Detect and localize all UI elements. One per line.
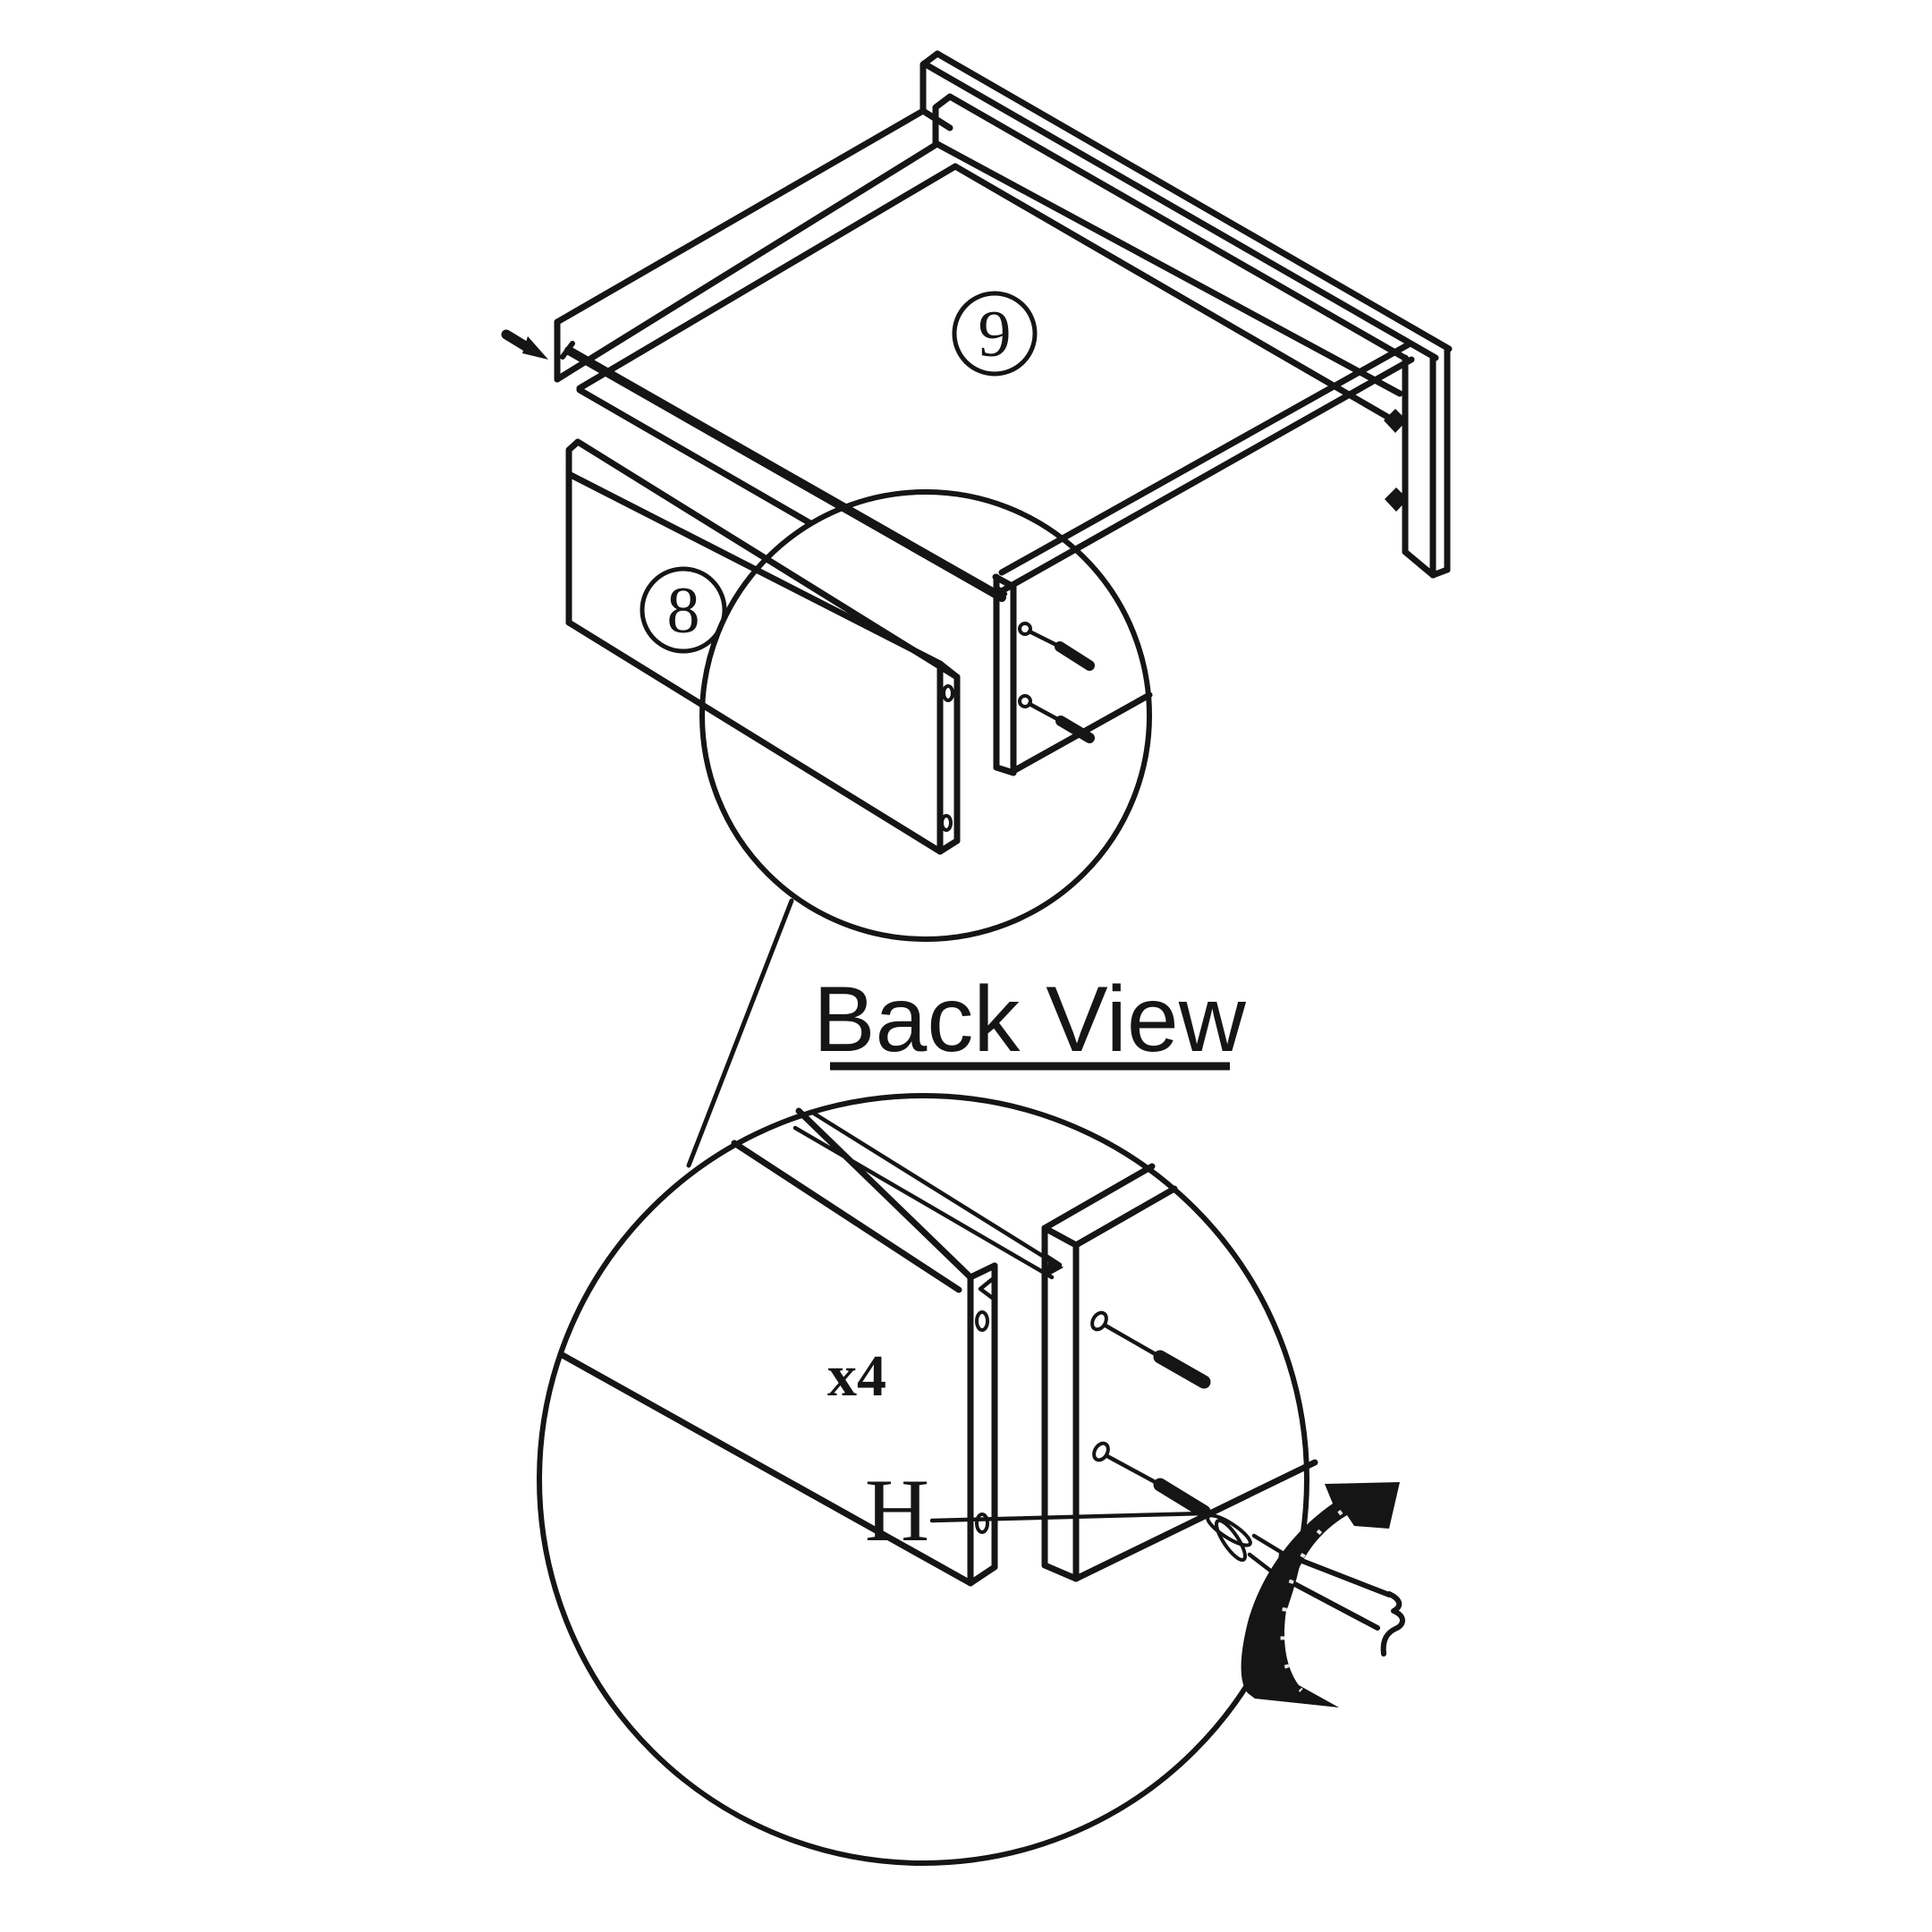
quantity-label: x4 [827, 1343, 886, 1409]
exploded-drawer-view: 9 8 [501, 50, 1453, 1168]
screw-hole [975, 1513, 989, 1534]
back-panel-8 [565, 438, 961, 855]
right-side-panel [1384, 346, 1451, 579]
part-label-9: 9 [952, 291, 1038, 377]
detail-metal-rod [792, 1109, 1063, 1280]
part-label-8: 8 [640, 566, 727, 654]
back-view-detail: H x4 [537, 1093, 1405, 1866]
detail-screw-icon [1092, 1441, 1211, 1519]
page-title: Back View [813, 968, 1247, 1072]
back-view-heading: Back View [813, 968, 1247, 1072]
detail-zoom-ring [699, 489, 1152, 942]
detail-circle [537, 1093, 1309, 1866]
side-panel-back-edge [992, 573, 1153, 776]
bottom-panel-9 [576, 163, 1415, 597]
hardware-leader-line [929, 1511, 1208, 1523]
cam-bolt-icon [1384, 409, 1407, 433]
front-rail [919, 50, 1453, 397]
detail-back-panel [557, 1107, 998, 1587]
rod-push-arrow-icon [501, 329, 548, 360]
rotation-arrow-icon [1241, 1482, 1400, 1707]
metal-rod [560, 341, 1006, 602]
part-number: 8 [667, 574, 700, 648]
screw-hole [975, 1310, 989, 1332]
detail-screw-icon [1090, 1310, 1211, 1389]
part-number: 9 [979, 298, 1012, 371]
detail-side-panel [1041, 1163, 1318, 1582]
screw-hole [940, 814, 953, 832]
screw-icon [1018, 694, 1095, 743]
hardware-callout-h: H [865, 1461, 1208, 1560]
screw-icon [1018, 622, 1095, 671]
screw-hole [942, 684, 954, 702]
cam-bolt-icon [1385, 487, 1408, 512]
left-side-rail [554, 107, 939, 383]
hardware-label: H [865, 1461, 929, 1560]
zoom-leader-line [686, 898, 794, 1168]
